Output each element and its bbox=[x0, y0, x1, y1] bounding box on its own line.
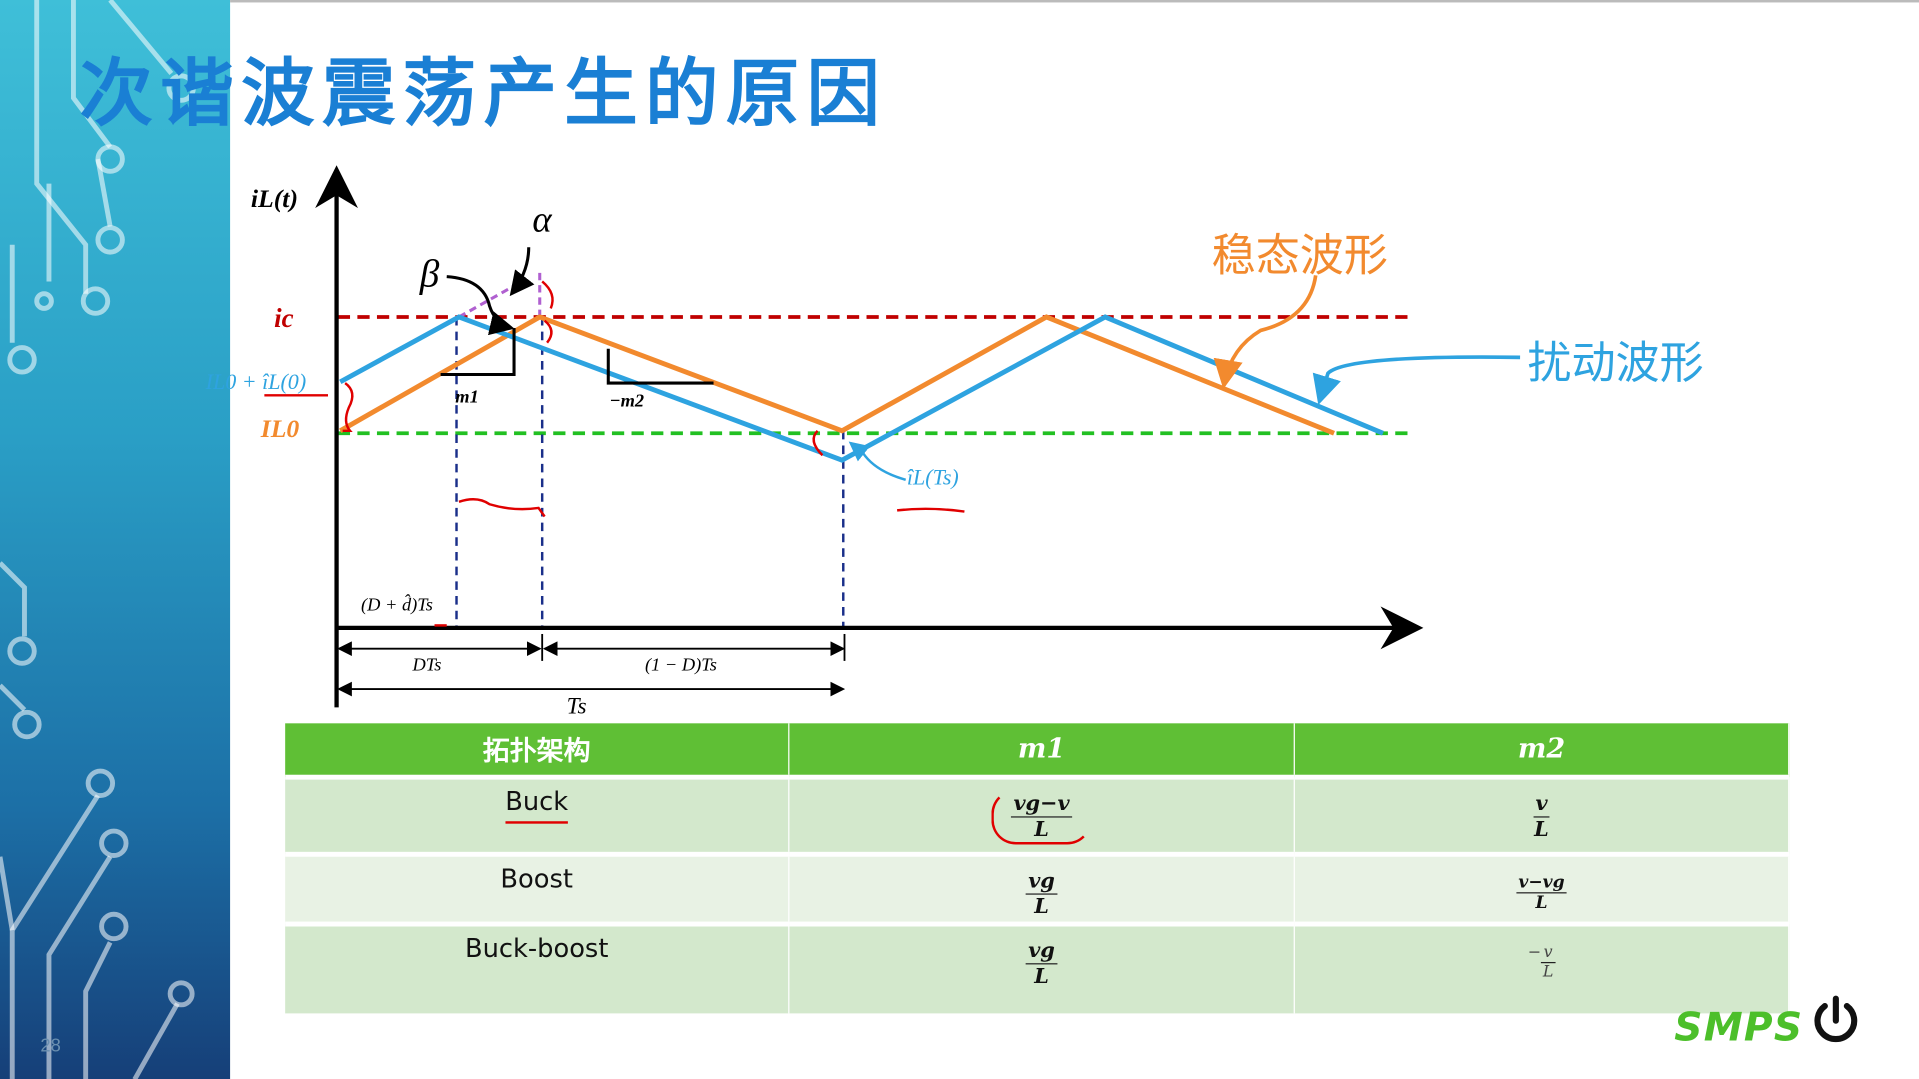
header-m1: m1 bbox=[788, 723, 1295, 778]
top-border bbox=[230, 0, 1919, 3]
header-m2: m2 bbox=[1294, 723, 1790, 778]
page-number: 28 bbox=[40, 1035, 61, 1057]
steady-start-label: IL0 bbox=[260, 413, 300, 444]
perturbed-waveform bbox=[339, 314, 1384, 463]
slide-title: 次谐波震荡产生的原因 bbox=[79, 51, 888, 138]
time-guide-lines bbox=[455, 316, 845, 628]
dt-label: DTs bbox=[412, 656, 442, 676]
topology-cell: Buck-boost bbox=[285, 921, 790, 1014]
m2-label: −m2 bbox=[609, 391, 645, 412]
m1-slope-triangle bbox=[440, 328, 516, 377]
perturbed-waveform-label: 扰动波形 bbox=[1527, 339, 1704, 390]
alpha-label: α bbox=[532, 199, 552, 240]
table-header: 拓扑架构 m1 m2 bbox=[285, 723, 1790, 778]
ts-label: Ts bbox=[566, 693, 587, 720]
decorative-circuit-sidebar: 28 bbox=[0, 0, 231, 1079]
handwritten-annotations bbox=[264, 280, 965, 627]
m1-label: m1 bbox=[455, 387, 479, 408]
perturbed-callout bbox=[1312, 355, 1521, 405]
alpha-pointer bbox=[509, 247, 535, 297]
smps-logo: SMPS bbox=[1674, 1003, 1804, 1051]
m2-sign: − bbox=[1527, 943, 1542, 962]
beta-label: β bbox=[419, 250, 440, 295]
steady-callout bbox=[1213, 275, 1318, 390]
period-dimension-arrows bbox=[337, 633, 846, 697]
steady-waveform-label: 稳态波形 bbox=[1211, 231, 1388, 282]
ic-label: ic bbox=[274, 302, 294, 333]
circuit-pattern-icon bbox=[0, 0, 196, 1079]
power-icon bbox=[1814, 995, 1858, 1043]
beta-pointer bbox=[446, 275, 515, 336]
steady-state-waveform bbox=[339, 314, 1335, 436]
m2-slope-triangle bbox=[606, 348, 714, 385]
y-axis-label: iL(t) bbox=[250, 183, 299, 213]
end-value-label: îL(Ts) bbox=[906, 465, 959, 490]
header-topology: 拓扑架构 bbox=[285, 723, 790, 778]
perturbed-start-label: IL0 + îL(0) bbox=[205, 369, 307, 395]
one-minus-d-label: (1 − D)Ts bbox=[644, 656, 717, 676]
topology-cell: Boost bbox=[285, 851, 790, 925]
end-value-callout bbox=[848, 441, 907, 481]
topology-cell: Buck bbox=[505, 786, 569, 824]
perturbed-duty-label: (D + d̂)Ts bbox=[361, 596, 433, 616]
